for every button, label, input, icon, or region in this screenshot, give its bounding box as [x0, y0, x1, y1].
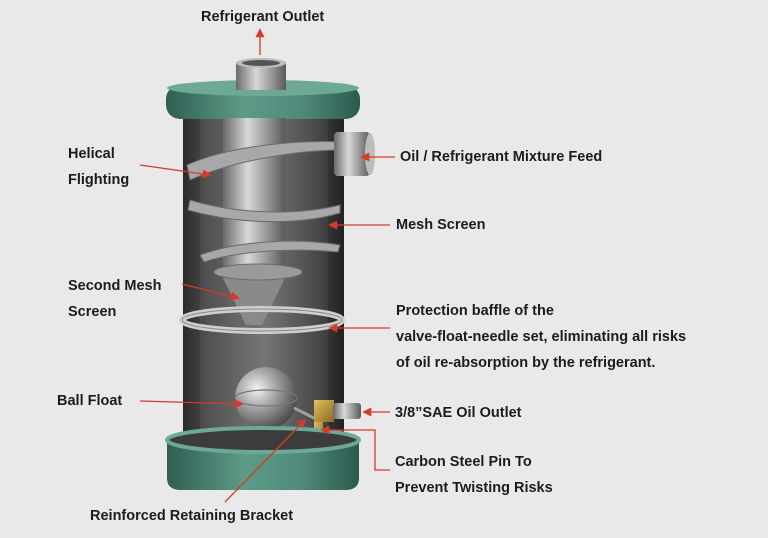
label-refrigerant-outlet: Refrigerant Outlet	[201, 4, 324, 30]
label-second-mesh-screen: Second Mesh Screen	[68, 273, 161, 325]
label-mixture-feed: Oil / Refrigerant Mixture Feed	[400, 144, 602, 170]
oil-outlet-fitting	[314, 400, 361, 422]
bottom-end-cap	[167, 428, 359, 490]
second-mesh-screen	[214, 264, 302, 280]
refrigerant-outlet-pipe	[236, 58, 286, 90]
label-oil-outlet: 3/8”SAE Oil Outlet	[395, 400, 522, 426]
label-ball-float: Ball Float	[57, 388, 122, 414]
label-helical-flighting: Helical Flighting	[68, 141, 129, 193]
label-retaining-bracket: Reinforced Retaining Bracket	[90, 503, 293, 529]
mixture-feed-pipe	[334, 132, 375, 176]
label-mesh-screen: Mesh Screen	[396, 212, 485, 238]
label-protection-baffle: Protection baffle of the valve-float-nee…	[396, 298, 686, 376]
label-carbon-steel-pin: Carbon Steel Pin To Prevent Twisting Ris…	[395, 449, 553, 501]
